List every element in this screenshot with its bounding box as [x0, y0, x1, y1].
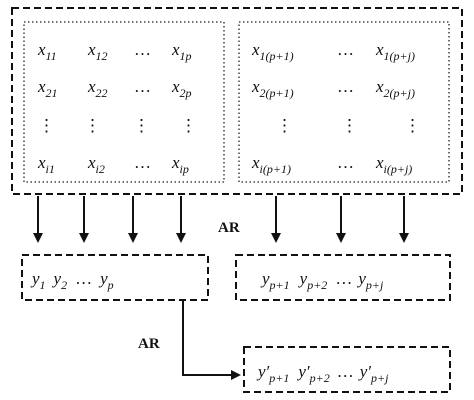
matrix-cell: x2(p+j): [375, 77, 415, 100]
matrix-cell: xi(p+j): [375, 153, 412, 176]
input-block-outer: [11, 7, 463, 195]
matrix-cell-vdots: ⋮: [84, 116, 101, 135]
input-matrix-right: x1(p+1) … x1(p+j) x2(p+1) … x2(p+j) ⋮ ⋮ …: [251, 40, 421, 176]
matrix-cell-vdots: ⋮: [180, 116, 197, 135]
matrix-cell-vdots: ⋮: [38, 116, 55, 135]
matrix-cell: xip: [171, 153, 189, 176]
matrix-cell: x1p: [171, 40, 192, 63]
output-predicted-box: [243, 346, 451, 393]
matrix-cell: x2(p+1): [251, 77, 294, 100]
arrow-elbow-icon: [182, 300, 241, 380]
matrix-cell: xi1: [37, 153, 55, 176]
matrix-cell: x21: [37, 77, 58, 100]
ar-label-bottom: AR: [138, 336, 160, 352]
matrix-cell-ellipsis: …: [337, 77, 354, 96]
matrix-cell-ellipsis: …: [134, 77, 151, 96]
matrix-cell-vdots: ⋮: [133, 116, 150, 135]
matrix-cell: xi(p+1): [251, 153, 291, 176]
matrix-cell-ellipsis: …: [134, 153, 151, 172]
matrix-cell: x12: [87, 40, 108, 63]
down-arrows: [33, 196, 409, 243]
matrix-cell-ellipsis: …: [134, 40, 151, 59]
matrix-cell: x22: [87, 77, 108, 100]
ar-label-top: AR: [218, 220, 240, 236]
matrix-cell-vdots: ⋮: [404, 116, 421, 135]
matrix-cell-ellipsis: …: [337, 40, 354, 59]
matrix-cell-vdots: ⋮: [341, 116, 358, 135]
matrix-cell: x1(p+1): [251, 40, 294, 63]
input-matrix-right-box: [238, 21, 450, 183]
matrix-cell-vdots: ⋮: [276, 116, 293, 135]
output-left-box: [21, 254, 209, 301]
input-matrix-left: x11 x12 … x1p x21 x22 … x2p ⋮ ⋮ ⋮ ⋮ xi1 …: [37, 40, 197, 176]
input-matrix-left-box: [23, 21, 225, 183]
matrix-cell: x1(p+j): [375, 40, 415, 63]
matrix-cell: x11: [37, 40, 57, 63]
matrix-cell-ellipsis: …: [337, 153, 354, 172]
matrix-cell: x2p: [171, 77, 192, 100]
matrix-cell: xi2: [87, 153, 105, 176]
output-right-box: [235, 254, 451, 301]
